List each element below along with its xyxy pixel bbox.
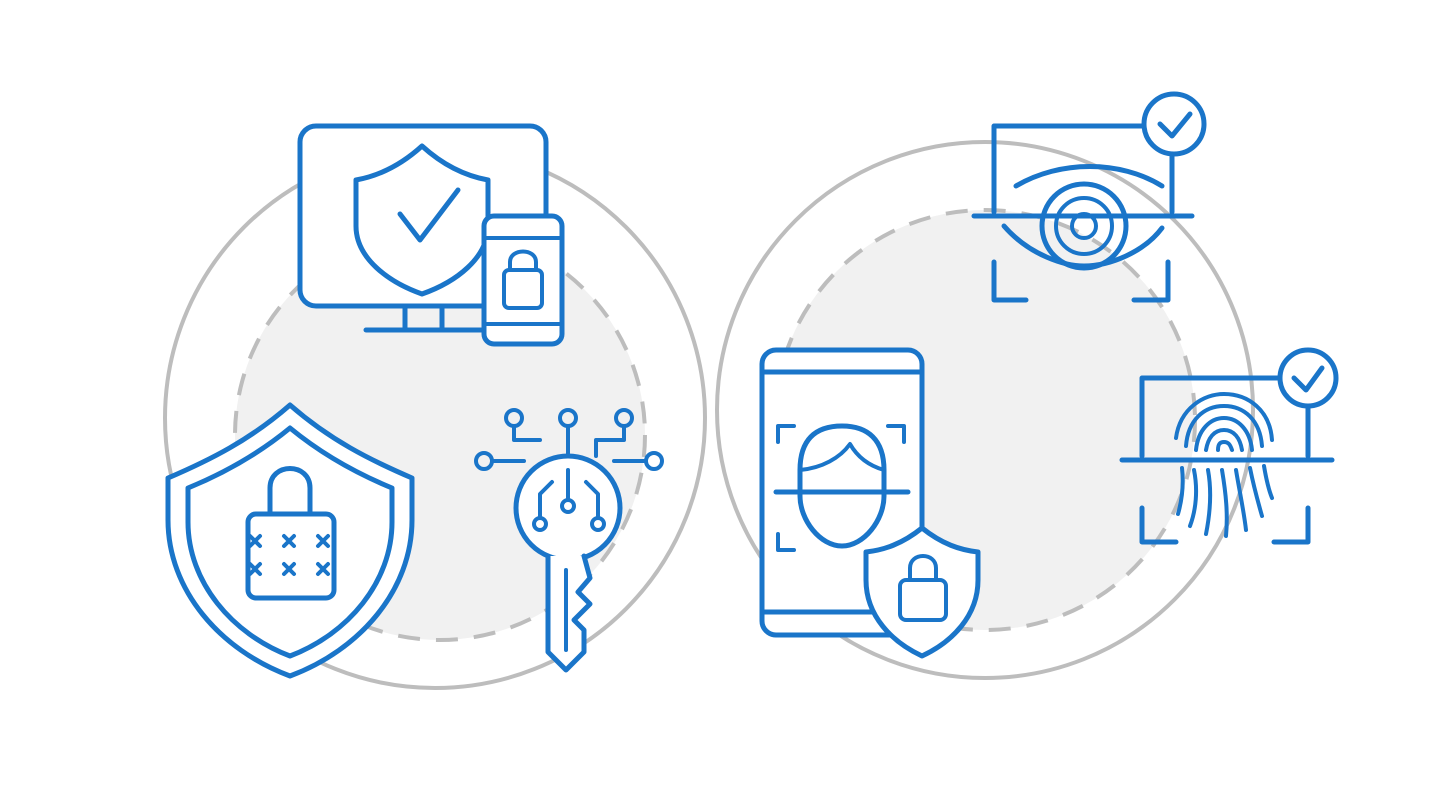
shield-padlock-icon — [863, 525, 981, 659]
digital-key-icon — [474, 408, 664, 673]
eye-scan-check-icon — [971, 91, 1207, 303]
shield-lock-password-icon — [165, 402, 415, 679]
fingerprint-scan-check-icon — [1119, 347, 1339, 545]
password-mask — [248, 534, 330, 576]
fingerprint-ridges — [1174, 392, 1274, 538]
phone-lock-icon — [481, 213, 565, 347]
